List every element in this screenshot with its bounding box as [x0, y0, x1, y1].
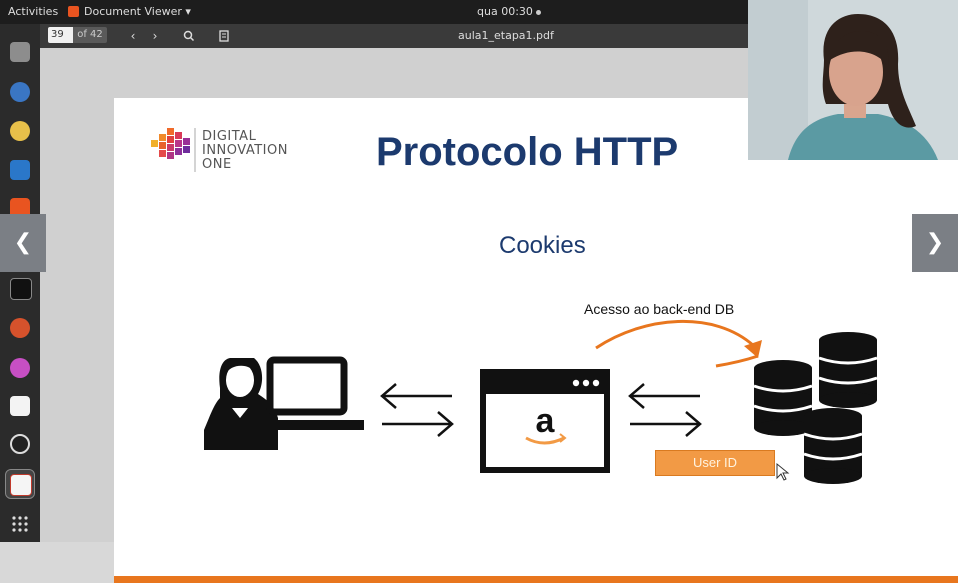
- rhythmbox-icon[interactable]: [6, 117, 34, 145]
- next-page-button[interactable]: ›: [146, 27, 164, 45]
- chevron-left-icon: ‹: [130, 29, 136, 43]
- document-area[interactable]: DIGITAL INNOVATION ONE Protocolo HTTP Co…: [40, 48, 958, 583]
- app-menu[interactable]: Document Viewer ▾: [68, 5, 191, 18]
- document-viewer-app-icon: [68, 6, 79, 17]
- chevron-left-icon: ❮: [13, 230, 33, 255]
- color-app-icon[interactable]: [6, 354, 34, 382]
- document-viewer-icon[interactable]: [5, 469, 35, 499]
- thunderbird-icon[interactable]: [6, 78, 34, 106]
- logo-text: DIGITAL INNOVATION ONE: [202, 129, 288, 172]
- database-icon: [753, 332, 878, 484]
- presenter-video-image: [748, 0, 958, 160]
- next-slide-button[interactable]: ❯: [912, 214, 958, 272]
- terminal-icon[interactable]: [6, 274, 34, 302]
- search-button[interactable]: [180, 27, 198, 45]
- app-menu-label: Document Viewer ▾: [84, 5, 191, 18]
- amazon-logo-letter: a: [536, 402, 556, 440]
- webcam-video: [748, 0, 958, 160]
- document-icon: [219, 30, 229, 42]
- search-icon: [183, 30, 195, 42]
- app-grid-icon[interactable]: [6, 510, 34, 538]
- backend-access-label: Acesso ao back-end DB: [584, 301, 735, 317]
- obs-icon[interactable]: [6, 430, 34, 458]
- cookie-diagram: a: [204, 320, 878, 484]
- browser-window-icon: a: [480, 369, 610, 473]
- slide-subtitle: Cookies: [499, 232, 586, 259]
- slide-footer-bar: [114, 576, 958, 583]
- file-manager-icon[interactable]: [6, 38, 34, 66]
- amazon-smile-icon: [525, 436, 565, 445]
- user-id-box: User ID: [655, 450, 775, 476]
- editor-icon[interactable]: [6, 392, 34, 420]
- page-total-label: of 42: [73, 27, 107, 43]
- page-number-input[interactable]: 39: [48, 27, 73, 43]
- chevron-right-icon: ›: [152, 29, 158, 43]
- sidebar-toggle-button[interactable]: [215, 27, 233, 45]
- previous-slide-button[interactable]: ❮: [0, 214, 46, 272]
- grid-icon: [12, 516, 28, 532]
- bidirectional-arrows-left: [380, 383, 454, 437]
- slide-page: DIGITAL INNOVATION ONE Protocolo HTTP Co…: [114, 98, 958, 583]
- slide-title: Protocolo HTTP: [376, 130, 679, 174]
- mouse-cursor-icon: [776, 462, 790, 481]
- software-center-icon[interactable]: [6, 194, 34, 222]
- clock[interactable]: qua 00:30: [477, 5, 541, 18]
- curved-arrow-icon: [595, 320, 762, 368]
- digital-innovation-one-logo: [151, 128, 196, 172]
- previous-page-button[interactable]: ‹: [124, 27, 142, 45]
- chevron-right-icon: ❯: [925, 230, 945, 255]
- document-title: aula1_etapa1.pdf: [458, 29, 554, 42]
- writer-icon[interactable]: [6, 156, 34, 184]
- user-laptop-icon: [204, 356, 364, 450]
- notification-dot: [535, 9, 541, 15]
- settings-icon[interactable]: [6, 314, 34, 342]
- activities-button[interactable]: Activities: [8, 5, 59, 18]
- bidirectional-arrows-right: [628, 383, 702, 437]
- dock: [0, 24, 40, 542]
